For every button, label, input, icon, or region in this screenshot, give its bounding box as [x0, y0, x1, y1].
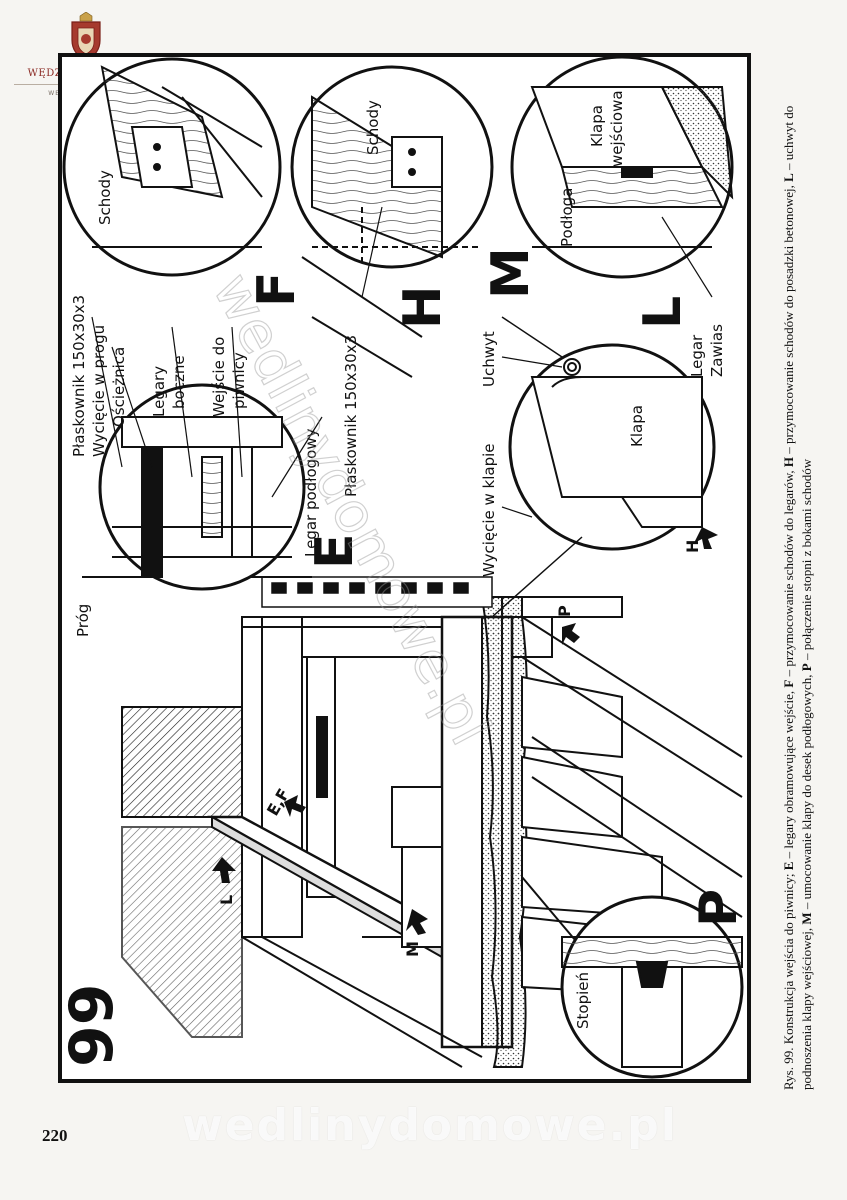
label-legar-l: Legar [688, 334, 706, 377]
figure-number: 99 [62, 984, 127, 1068]
label-uchwyt: Uchwyt [480, 331, 498, 387]
caption-key-l: L [781, 173, 796, 182]
label-wejscie-1: Wejście do [210, 337, 228, 417]
leader-lines [91, 206, 713, 518]
label-schody-h: Schody [364, 100, 382, 155]
label-legary-1: Legary [150, 366, 168, 417]
arrow-m-icon [406, 909, 428, 935]
label-prog: Próg [74, 604, 92, 637]
caption-key-p: P [799, 663, 814, 672]
caption-text-h: – przymocowanie schodów do posadzki beto… [781, 181, 796, 458]
caption-text-p: – połączenie stopni z bokami schodów [799, 458, 814, 664]
detail-labels: Schody Płaskownik 150x30x3 Wycięcie w pr… [70, 90, 726, 1029]
figure-caption: Rys. 99. Konstrukcja wejścia do piwnicy;… [780, 40, 816, 1090]
figure-frame: E,F L M P H 99 [58, 53, 751, 1083]
caption-key-e: E [781, 861, 796, 871]
label-klapa: Klapa [628, 405, 646, 447]
caption-lead: Rys. 99. Konstrukcja wejścia do piwnicy; [781, 873, 796, 1090]
label-stopien: Stopień [574, 972, 592, 1029]
arrow-p-icon [562, 623, 580, 645]
arrow-ef-icon [284, 795, 306, 817]
arrow-label-p: P [555, 605, 574, 617]
detail-e [98, 383, 306, 591]
label-oscieznica: Ościeżnica [110, 347, 128, 427]
caption-text-m: – umocowanie klapy do desek podłogowych, [799, 671, 814, 913]
caption-text-f: – przymocowanie schodów do legarów, [781, 467, 796, 680]
detail-p [560, 895, 744, 1079]
detail-letters: F H M L E P [247, 247, 747, 927]
label-legar-podlogowy: Legar podłogowy [302, 428, 320, 557]
arrow-label-l: L [217, 895, 236, 905]
letter-m: M [481, 247, 541, 299]
caption-text-e: – legary obramowujące wejście, [781, 687, 796, 862]
label-klapa-wejsciowa-2: wejściowa [608, 90, 626, 167]
detail-f [62, 57, 282, 277]
letter-h: H [393, 285, 453, 329]
label-plaskownik-f: Płaskownik 150x30x3 [70, 295, 88, 457]
caption-key-h: H [781, 457, 796, 468]
arrow-l-icon [212, 857, 236, 883]
letter-p: P [689, 889, 747, 927]
brick-band [261, 576, 493, 608]
bottom-watermark: wedlinydomowe.pl [182, 1100, 678, 1151]
label-wyciecie-w-progu: Wycięcie w progu [90, 325, 108, 457]
detail-h [290, 65, 494, 269]
technical-drawing: E,F L M P H 99 [62, 57, 747, 1079]
letter-e: E [305, 533, 365, 569]
page-number: 220 [42, 1126, 68, 1145]
label-schody-f: Schody [96, 170, 114, 225]
arrow-label-h: H [683, 540, 702, 553]
label-zawias: Zawias [708, 324, 726, 377]
label-klapa-wejsciowa-1: Klapa [588, 105, 606, 147]
label-plaskownik-h: Płaskownik 150x30x3 [342, 335, 360, 497]
letter-f: F [247, 271, 307, 307]
caption-key-f: F [781, 679, 796, 688]
arrow-h-icon [694, 527, 718, 549]
arrow-label-m: M [403, 941, 422, 957]
letter-l: L [633, 296, 693, 329]
arrows [212, 527, 718, 935]
detail-m [491, 316, 716, 618]
caption-key-m: M [799, 912, 814, 925]
label-wyciecie-w-klapie: Wycięcie w klapie [480, 444, 498, 578]
detail-l [510, 57, 734, 279]
label-podloga: Podłoga [558, 188, 576, 247]
